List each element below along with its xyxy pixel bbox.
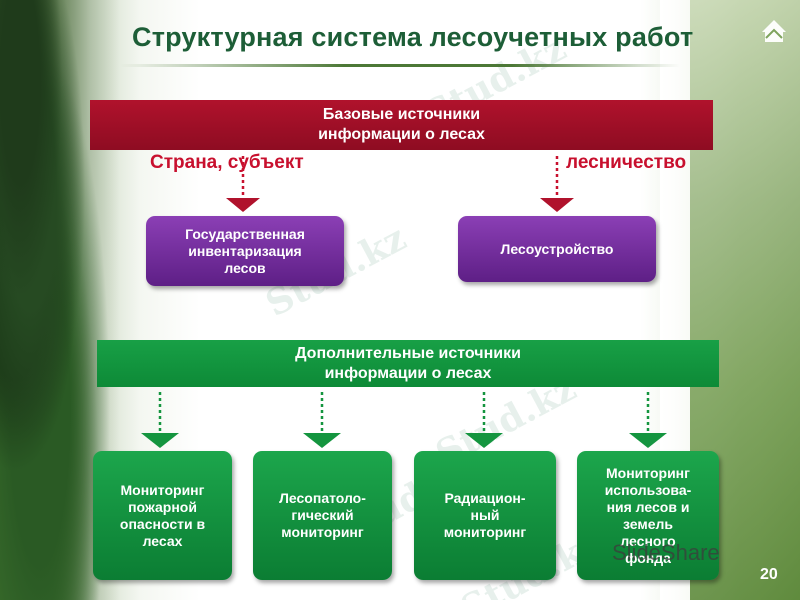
arrow-head-g1	[141, 433, 179, 448]
box-line: мониторинг	[443, 524, 527, 540]
box-line: Лесопатоло-	[279, 490, 366, 506]
box-line: Мониторинг	[120, 481, 205, 498]
arrow-head-g4	[629, 433, 667, 448]
box-line: ния лесов и	[606, 498, 690, 515]
page-number: 20	[760, 566, 778, 583]
box-line: лесного	[620, 532, 676, 549]
additional-sources-line2: информации о лесах	[324, 364, 492, 382]
additional-sources-line1: Дополнительные источники	[295, 344, 521, 362]
box-line: земель	[622, 515, 674, 532]
box-line: лесов	[224, 259, 266, 276]
arrow-head-g3	[465, 433, 503, 448]
title-underline	[120, 64, 680, 67]
country-subject-label: Страна, субъект	[150, 152, 304, 173]
box-line: опасности в	[119, 515, 206, 532]
forest-land-use-monitoring-box: Мониторинг использова- ния лесов и земел…	[577, 451, 719, 580]
base-sources-line1: Базовые источники	[322, 106, 481, 123]
box-line: ный	[470, 507, 500, 523]
box-line: лесах	[142, 532, 183, 549]
arrow-head-g2	[303, 433, 341, 448]
box-line: Государственная	[185, 225, 305, 242]
arrow-head-forestmgmt	[540, 198, 574, 212]
arrow-head-state	[226, 198, 260, 212]
box-line: Радиацион-	[444, 490, 526, 506]
box-line: пожарной	[128, 498, 197, 515]
box-line: мониторинг	[281, 524, 364, 540]
box-line: гический	[291, 507, 354, 523]
box-line: инвентаризация	[188, 242, 302, 259]
house-logo-icon	[762, 20, 786, 42]
forestry-label: лесничество	[566, 152, 687, 173]
fire-danger-monitoring-box: Мониторинг пожарной опасности в лесах	[93, 451, 232, 580]
box-line: фонда	[625, 549, 671, 566]
forest-management-box: Лесоустройство	[458, 216, 656, 282]
box-line: Лесоустройство	[500, 240, 614, 257]
state-forest-inventory-box: Государственная инвентаризация лесов	[146, 216, 344, 286]
radiation-monitoring-box: Радиацион- ный мониторинг	[414, 451, 556, 580]
box-line: использова-	[604, 481, 692, 498]
forest-pathology-monitoring-box: Лесопатоло- гический мониторинг	[253, 451, 392, 580]
slide-title: Структурная система лесоучетных работ	[132, 22, 694, 52]
base-sources-line2: информации о лесах	[318, 126, 485, 143]
slideshare-watermark: SlideShare	[612, 540, 720, 565]
box-line: Мониторинг	[606, 464, 690, 481]
additional-sources-banner: Дополнительные источники информации о ле…	[97, 340, 719, 387]
base-sources-banner: Базовые источники информации о лесах	[90, 100, 713, 150]
